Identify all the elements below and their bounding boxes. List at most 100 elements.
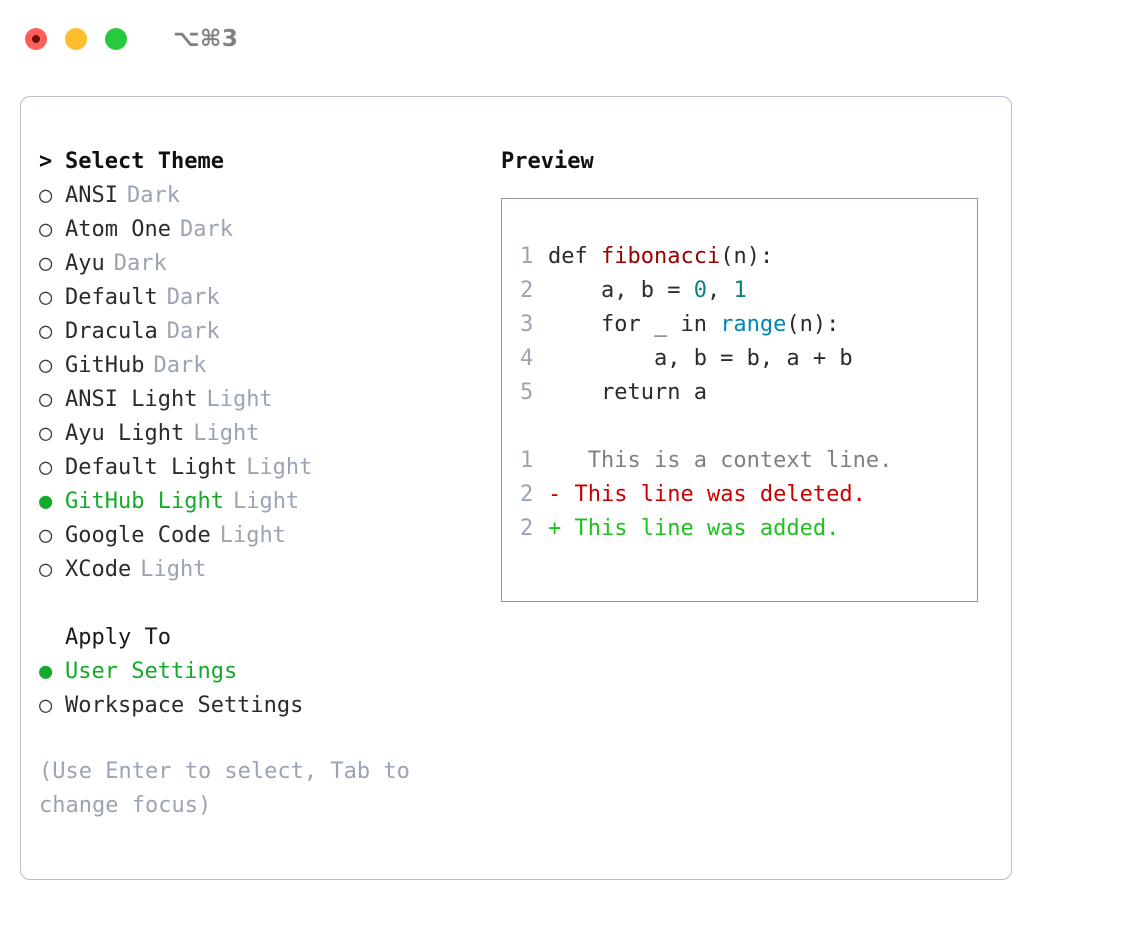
- keyboard-shortcut-label: ⌥⌘3: [173, 26, 239, 52]
- code-token: (n):: [720, 244, 774, 269]
- theme-item-label: Atom One: [65, 217, 171, 242]
- theme-item-ansi-dark[interactable]: ○ ANSI Dark: [39, 183, 489, 217]
- theme-item-label: GitHub: [65, 353, 145, 378]
- apply-to-label: Apply To: [65, 625, 171, 650]
- traffic-light-group: [25, 28, 127, 50]
- preview-box: 1 def fibonacci(n): 2 a, b = 0, 1 3 for …: [501, 198, 978, 602]
- theme-item-label: Dracula: [65, 319, 158, 344]
- theme-item-tag: Dark: [179, 217, 233, 242]
- code-token: (n):: [786, 312, 840, 337]
- theme-item-tag: Dark: [153, 353, 207, 378]
- maximize-window-button[interactable]: [105, 28, 127, 50]
- radio-icon[interactable]: ○: [39, 693, 53, 718]
- theme-item-label: GitHub Light: [65, 489, 224, 514]
- diff-text: This line was added.: [561, 516, 840, 541]
- preview-title: Preview: [501, 149, 594, 174]
- theme-item-tag: Dark: [166, 285, 220, 310]
- code-line: 2 a, b = 0, 1: [520, 278, 977, 312]
- code-token: def: [548, 244, 601, 269]
- preview-column: Preview 1 def fibonacci(n): 2 a, b = 0, …: [501, 149, 1001, 602]
- radio-icon[interactable]: ○: [39, 387, 53, 412]
- diff-sign: [548, 448, 561, 473]
- minimize-window-button[interactable]: [65, 28, 87, 50]
- title-bar: ⌥⌘3: [0, 0, 1140, 78]
- theme-item-tag: Dark: [126, 183, 180, 208]
- diff-line-context: 1 This is a context line.: [520, 448, 977, 482]
- diff-line-deleted: 2 - This line was deleted.: [520, 482, 977, 516]
- theme-picker-header: > Select Theme: [39, 149, 489, 183]
- code-token: a, b =: [548, 278, 694, 303]
- line-number: 2: [520, 516, 534, 541]
- line-number: 3: [520, 312, 534, 337]
- theme-item-ayu-dark[interactable]: ○ Ayu Dark: [39, 251, 489, 285]
- radio-icon[interactable]: ○: [39, 557, 53, 582]
- radio-icon[interactable]: ○: [39, 319, 53, 344]
- theme-item-label: ANSI Light: [65, 387, 198, 412]
- theme-item-label: Default Light: [65, 455, 238, 480]
- theme-item-ayu-light[interactable]: ○ Ayu Light Light: [39, 421, 489, 455]
- radio-selected-icon[interactable]: ●: [39, 489, 53, 514]
- theme-item-atom-one-dark[interactable]: ○ Atom One Dark: [39, 217, 489, 251]
- radio-icon[interactable]: ○: [39, 421, 53, 446]
- theme-item-ansi-light[interactable]: ○ ANSI Light Light: [39, 387, 489, 421]
- diff-sign-plus: +: [548, 516, 562, 541]
- theme-item-tag: Light: [206, 387, 273, 412]
- code-line: 4 a, b = b, a + b: [520, 346, 977, 380]
- section-spacer: [39, 591, 489, 625]
- keyboard-hint-text: (Use Enter to select, Tab to change focu…: [39, 759, 410, 818]
- line-number: 2: [520, 482, 534, 507]
- radio-icon[interactable]: ○: [39, 353, 53, 378]
- line-number: 4: [520, 346, 534, 371]
- apply-to-option-label: Workspace Settings: [65, 693, 304, 718]
- theme-item-tag: Light: [246, 455, 313, 480]
- code-token-number: 0: [693, 278, 707, 303]
- theme-item-google-code-light[interactable]: ○ Google Code Light: [39, 523, 489, 557]
- code-token-function: fibonacci: [600, 244, 721, 269]
- line-number: 1: [520, 244, 534, 269]
- apply-to-workspace-settings[interactable]: ○ Workspace Settings: [39, 693, 489, 727]
- diff-sign-minus: -: [548, 482, 562, 507]
- code-token: a, b = b, a + b: [548, 346, 853, 371]
- dialog-panel: > Select Theme ○ ANSI Dark ○ Atom One Da…: [20, 96, 1012, 880]
- caret-icon: >: [39, 149, 53, 174]
- line-number: 5: [520, 380, 534, 405]
- theme-item-tag: Dark: [166, 319, 220, 344]
- radio-icon[interactable]: ○: [39, 183, 53, 208]
- theme-item-label: Ayu Light: [65, 421, 185, 446]
- theme-picker-title: Select Theme: [65, 149, 224, 174]
- diff-text: This is a context line.: [561, 448, 893, 473]
- theme-item-label: XCode: [65, 557, 132, 582]
- radio-selected-icon[interactable]: ●: [39, 659, 53, 684]
- radio-icon[interactable]: ○: [39, 251, 53, 276]
- theme-item-github-dark[interactable]: ○ GitHub Dark: [39, 353, 489, 387]
- theme-item-xcode-light[interactable]: ○ XCode Light: [39, 557, 489, 591]
- code-line: 1 def fibonacci(n):: [520, 244, 977, 278]
- theme-item-default-dark[interactable]: ○ Default Dark: [39, 285, 489, 319]
- radio-icon[interactable]: ○: [39, 455, 53, 480]
- theme-item-default-light[interactable]: ○ Default Light Light: [39, 455, 489, 489]
- code-token: for _ in: [548, 312, 721, 337]
- radio-icon[interactable]: ○: [39, 285, 53, 310]
- code-blank-line: [520, 414, 977, 448]
- code-token-builtin: range: [720, 312, 787, 337]
- close-window-button[interactable]: [25, 28, 47, 50]
- diff-text: This line was deleted.: [561, 482, 866, 507]
- code-token: ,: [706, 278, 734, 303]
- apply-to-option-label: User Settings: [65, 659, 238, 684]
- theme-item-label: Ayu: [65, 251, 105, 276]
- line-number: 2: [520, 278, 534, 303]
- theme-item-tag: Light: [140, 557, 207, 582]
- apply-to-user-settings[interactable]: ● User Settings: [39, 659, 489, 693]
- theme-item-github-light[interactable]: ● GitHub Light Light: [39, 489, 489, 523]
- theme-item-label: Google Code: [65, 523, 211, 548]
- code-line: 3 for _ in range(n):: [520, 312, 977, 346]
- theme-item-label: Default: [65, 285, 158, 310]
- code-token: return a: [548, 380, 707, 405]
- theme-item-tag: Light: [193, 421, 260, 446]
- theme-item-dracula-dark[interactable]: ○ Dracula Dark: [39, 319, 489, 353]
- radio-icon[interactable]: ○: [39, 523, 53, 548]
- theme-item-label: ANSI: [65, 183, 118, 208]
- diff-line-added: 2 + This line was added.: [520, 516, 977, 550]
- radio-icon[interactable]: ○: [39, 217, 53, 242]
